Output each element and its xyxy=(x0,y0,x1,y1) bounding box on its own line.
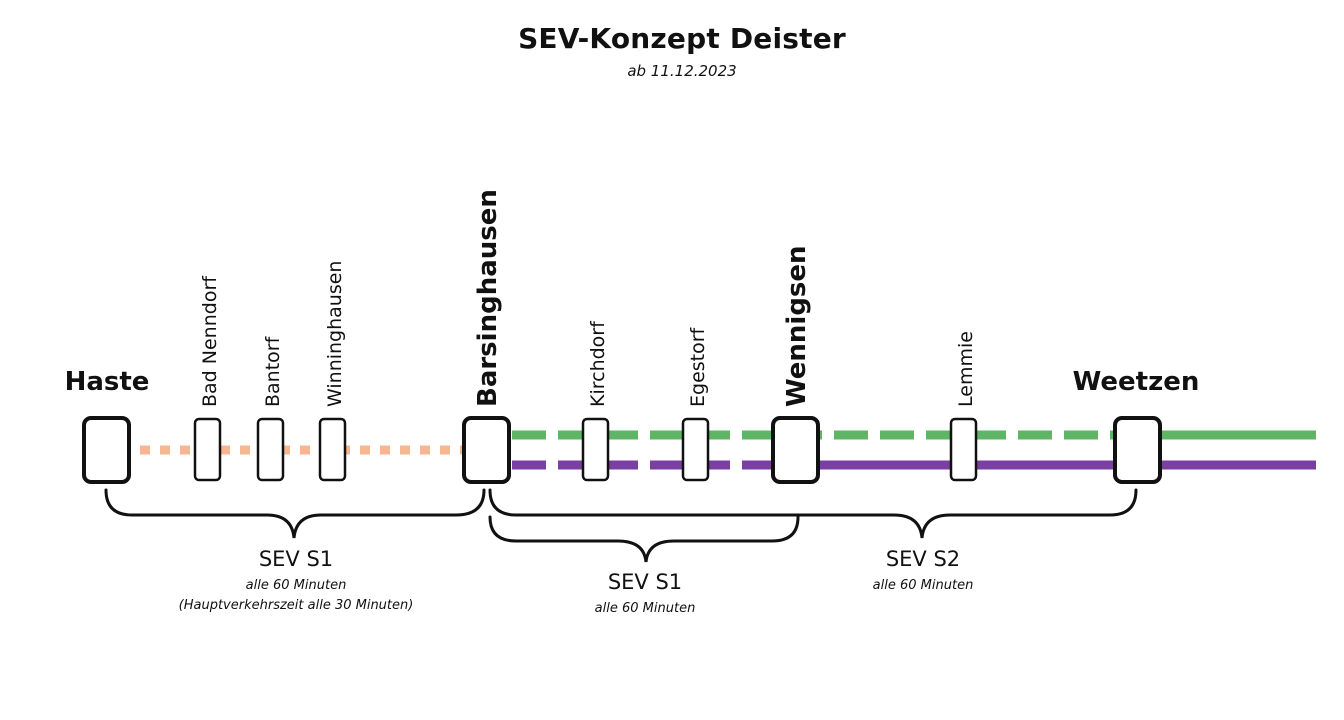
service-note-sev-s1-west-interval: alle 60 Minuten xyxy=(246,578,347,593)
brace-sev-s1-east xyxy=(488,515,800,563)
station-box-haste xyxy=(82,416,131,484)
station-box-kirchdorf xyxy=(581,417,610,482)
station-label-winninghausen: Winninghausen xyxy=(324,261,346,407)
station-label-egestorf: Egestorf xyxy=(687,326,709,407)
station-box-wennigsen xyxy=(771,416,820,484)
brace-sev-s1-west xyxy=(104,488,486,539)
station-label-bad-nenndorf: Bad Nenndorf xyxy=(199,275,221,407)
station-box-bad-nenndorf xyxy=(193,417,222,482)
station-box-winninghausen xyxy=(318,417,347,482)
service-name-sev-s1-east: SEV S1 xyxy=(608,570,682,594)
station-label-kirchdorf: Kirchdorf xyxy=(587,320,609,407)
diagram-subtitle: ab 11.12.2023 xyxy=(627,62,737,80)
station-box-egestorf xyxy=(681,417,710,482)
service-note-sev-s1-west-peak: (Hauptverkehrszeit alle 30 Minuten) xyxy=(179,598,414,613)
service-name-sev-s2: SEV S2 xyxy=(886,547,960,571)
station-label-bantorf: Bantorf xyxy=(262,335,284,407)
service-name-sev-s1-west: SEV S1 xyxy=(259,547,333,571)
station-box-barsinghausen xyxy=(462,416,511,484)
station-box-weetzen xyxy=(1113,416,1162,484)
station-box-bantorf xyxy=(256,417,285,482)
brace-sev-s2 xyxy=(488,488,1138,539)
station-label-weetzen: Weetzen xyxy=(1073,367,1200,397)
station-label-barsinghausen: Barsinghausen xyxy=(473,189,503,407)
service-note-sev-s2-interval: alle 60 Minuten xyxy=(873,578,974,593)
station-label-lemmie: Lemmie xyxy=(955,331,977,407)
station-box-lemmie xyxy=(949,417,978,482)
diagram-title: SEV-Konzept Deister xyxy=(518,22,846,55)
service-note-sev-s1-east-interval: alle 60 Minuten xyxy=(595,601,696,616)
station-label-haste: Haste xyxy=(65,367,150,397)
station-label-wennigsen: Wennigsen xyxy=(782,245,812,407)
